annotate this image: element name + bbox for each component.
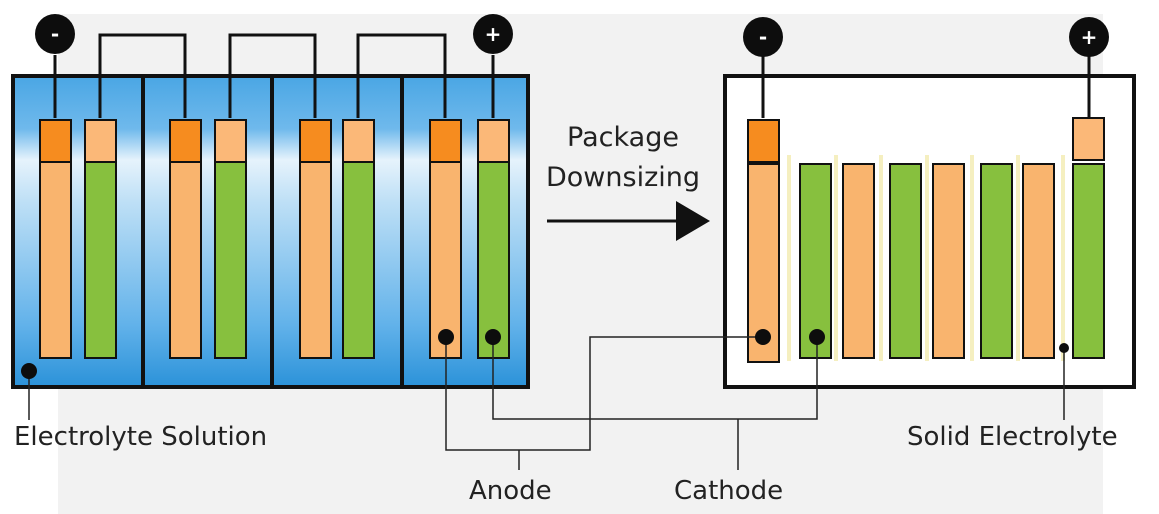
anode-marker xyxy=(438,329,454,345)
cathode-electrode xyxy=(889,163,922,359)
positive-terminal-icon xyxy=(473,14,513,54)
anode-label: Anode xyxy=(469,476,552,506)
solid-electrolyte-marker xyxy=(1059,343,1069,353)
electrolyte-solution-label: Electrolyte Solution xyxy=(14,422,268,452)
cathode-electrode xyxy=(477,161,510,359)
anode-electrode xyxy=(169,161,202,359)
cathode-electrode xyxy=(980,163,1013,359)
right-negative-terminal-symbol: - xyxy=(758,25,768,49)
cathode-electrode xyxy=(342,161,375,359)
electrolyte-marker xyxy=(21,363,37,379)
negative-terminal-icon xyxy=(35,14,75,54)
cathode-tab xyxy=(477,119,510,163)
anode-electrode xyxy=(429,161,462,359)
cathode-tab xyxy=(84,119,117,163)
callout-lines xyxy=(28,336,1065,470)
cathode-electrode xyxy=(799,163,832,359)
solid-state-battery xyxy=(723,17,1136,389)
anode-electrode xyxy=(1022,163,1055,359)
anode-marker xyxy=(755,329,771,345)
solid-electrolyte-label: Solid Electrolyte xyxy=(907,422,1118,452)
cathode-marker xyxy=(485,329,501,345)
anode-tab xyxy=(169,119,202,163)
liquid-battery-pack xyxy=(11,14,530,389)
solid-battery-case xyxy=(723,74,1136,389)
cathode-tab xyxy=(342,119,375,163)
cathode-label: Cathode xyxy=(674,476,784,506)
negative-terminal-icon xyxy=(743,17,783,57)
cathode-tab xyxy=(1072,117,1105,161)
series-connector xyxy=(98,33,187,118)
right-positive-terminal-symbol: + xyxy=(1080,25,1098,49)
anode-tab xyxy=(39,119,72,163)
left-negative-terminal-symbol: - xyxy=(50,22,60,46)
anode-electrode xyxy=(932,163,965,359)
anode-tab xyxy=(429,119,462,163)
cathode-marker xyxy=(809,329,825,345)
left-positive-terminal-symbol: + xyxy=(484,22,502,46)
package-downsizing-label: Package Downsizing xyxy=(546,122,700,193)
series-connector xyxy=(228,33,317,118)
cathode-electrode xyxy=(214,161,247,359)
solid-electrolyte-layers xyxy=(787,155,1065,361)
anode-electrode xyxy=(39,161,72,359)
anode-electrode xyxy=(299,161,332,359)
anode-electrode xyxy=(747,163,780,363)
cathode-electrode xyxy=(1072,163,1105,359)
anode-tab xyxy=(299,119,332,163)
downsizing-arrow-icon xyxy=(547,201,710,241)
anode-tab xyxy=(747,119,780,163)
callout-markers xyxy=(21,329,1069,379)
series-connector xyxy=(356,33,447,118)
positive-terminal-icon xyxy=(1069,17,1109,57)
cathode-tab xyxy=(214,119,247,163)
cathode-electrode xyxy=(84,161,117,359)
anode-electrode xyxy=(842,163,875,359)
